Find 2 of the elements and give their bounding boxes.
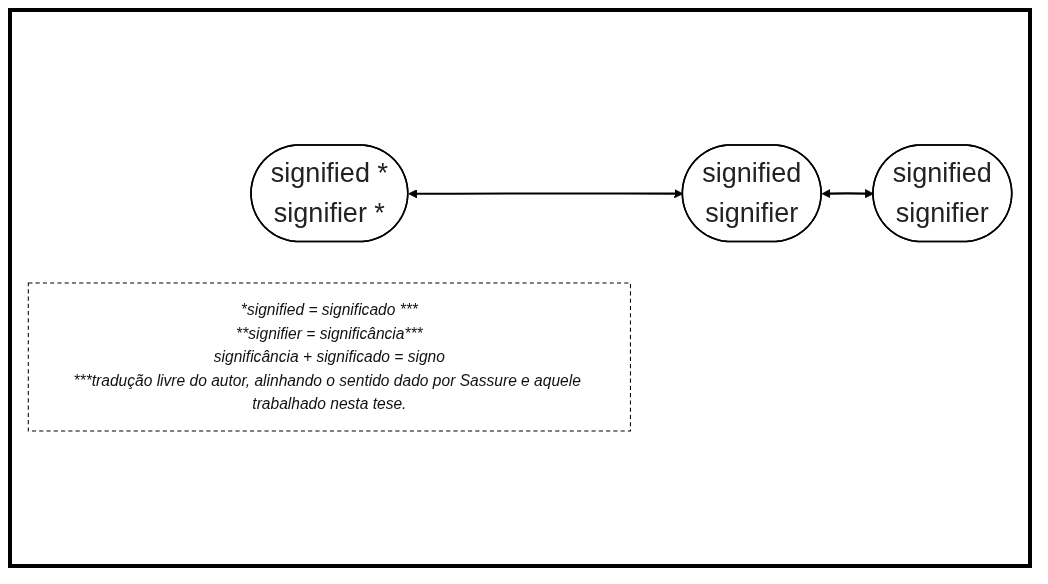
arrow [821,189,874,199]
node-box: *signified = significado *** **signifier = significância*** significância + significado = signo ***tradução livre do autor, alinhando o sentido dado por Sassure e aquele trabalhado nesta tese. [27,282,631,432]
